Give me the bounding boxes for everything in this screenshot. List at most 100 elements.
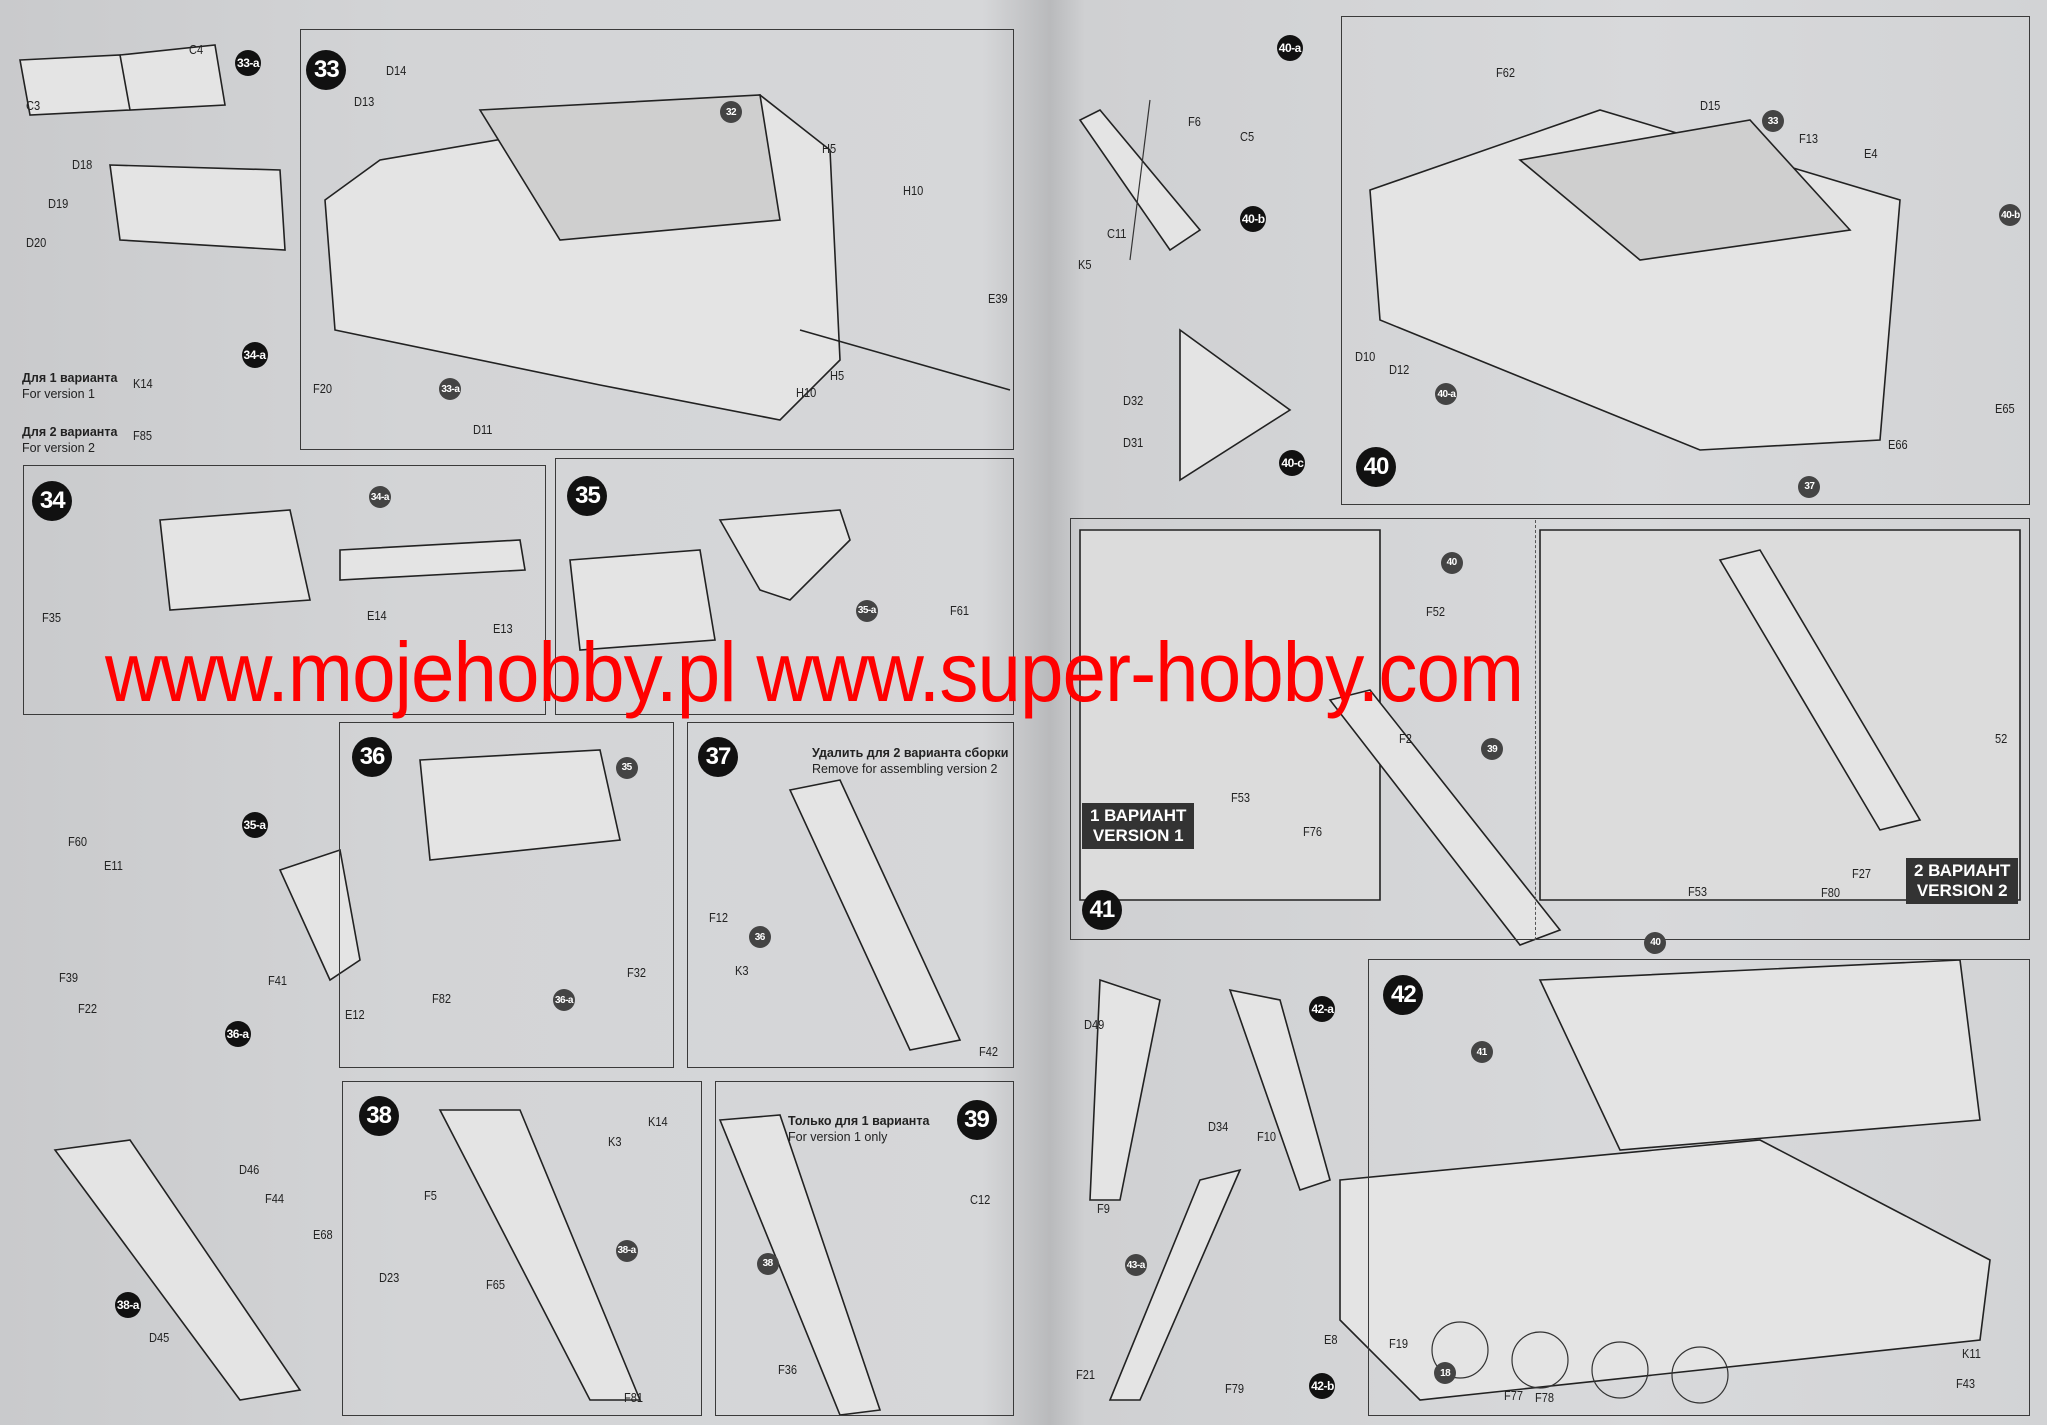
note-ru: Только для 1 варианта [788,1114,930,1128]
part-number-label: F9 [1096,1201,1110,1217]
sub-assembly-reference: 35 [615,756,638,779]
part-number-label: F60 [67,834,87,850]
part-number-label: C3 [26,97,41,113]
sub-assembly-reference: 18 [1434,1362,1457,1385]
step-41-panel [1070,518,2030,940]
part-number-label: C11 [1107,225,1127,241]
part-number-label: E12 [344,1006,365,1022]
step-37-panel [687,722,1014,1068]
part-number-label: F44 [265,1190,285,1206]
sub-assembly-reference: 36-a [224,1020,251,1047]
step-33-panel [300,29,1014,450]
part-number-label: K14 [647,1113,668,1129]
sub-assembly-reference: 40-b [1999,204,2022,227]
sub-assembly-reference: 35-a [855,599,878,622]
part-number-label: F41 [267,972,287,988]
step-number-badge: 39 [956,1100,997,1141]
step-number-badge: 34 [32,481,73,522]
sub-assembly-reference: 34-a [241,342,268,369]
sub-assembly-reference: 40 [1440,551,1463,574]
part-number-label: F53 [1687,883,1708,899]
part-number-label: D13 [353,93,375,109]
part-number-label: K11 [1962,1345,1981,1361]
part-number-label: H10 [903,182,924,198]
sub-assembly-reference: 43-a [1124,1254,1147,1276]
part-number-label: F85 [133,428,153,444]
sub-assembly-reference: 36-a [552,989,575,1011]
step-number-badge: 40 [1355,447,1396,488]
part-number-label: D18 [71,156,93,172]
part-number-label: F62 [1496,65,1516,81]
note-ru: Удалить для 2 варианта сборки [812,746,1009,760]
part-number-label: F35 [41,609,61,625]
sub-assembly-reference: 40-a [1276,35,1303,62]
part-number-label: E66 [1887,437,1908,453]
part-number-label: F19 [1389,1335,1409,1351]
step-40-panel [1341,16,2030,505]
part-number-label: F53 [1231,789,1251,805]
part-number-label: D23 [378,1270,399,1286]
sub-assembly-reference: 42-a [1309,996,1336,1023]
part-number-label: E4 [1864,146,1878,162]
part-number-label: F22 [78,1001,98,1017]
note-en: Remove for assembling version 2 [812,762,998,776]
sub-assembly-reference: 38-a [114,1292,141,1319]
step-42-panel [1368,959,2030,1416]
part-number-label: C4 [189,41,204,57]
part-number-label: F21 [1075,1366,1095,1382]
part-number-label: D10 [1355,348,1376,364]
note-en: For version 1 [22,387,95,401]
part-number-label: E68 [313,1227,333,1243]
watermark: www.mojehobby.pl www.super-hobby.com [105,625,1524,719]
part-number-label: F76 [1302,823,1322,839]
part-number-label: F42 [979,1044,999,1060]
part-number-label: F5 [424,1187,438,1203]
part-number-label: D14 [386,62,407,78]
step-34-panel [23,465,546,715]
part-number-label: F52 [1425,604,1445,620]
part-number-label: D20 [26,234,47,250]
sub-assembly-reference: 40-c [1279,450,1306,477]
part-number-label: F10 [1257,1129,1277,1145]
part-number-label: D15 [1699,97,1721,113]
part-number-label: F80 [1821,885,1841,901]
part-number-label: F78 [1535,1390,1555,1406]
part-number-label: H10 [796,385,817,401]
part-number-label: F61 [950,603,970,619]
part-number-label: F79 [1224,1381,1244,1397]
sub-assembly-reference: 41 [1470,1041,1493,1064]
version-divider [1535,520,1536,940]
part-number-label: D49 [1083,1016,1104,1032]
part-number-label: H5 [830,368,845,384]
sub-assembly-reference: 33-a [439,378,462,401]
part-number-label: F12 [708,909,728,925]
part-number-label: D34 [1207,1118,1228,1134]
step-number-badge: 37 [698,737,739,778]
part-number-label: D46 [238,1161,260,1177]
sub-assembly-reference: 40-b [1240,206,1267,233]
sub-assembly-reference: 36 [748,926,771,949]
part-number-label: K3 [608,1134,622,1150]
part-number-label: F43 [1955,1375,1975,1391]
sub-assembly-reference: 33 [1761,110,1784,133]
part-number-label: F27 [1852,865,1872,881]
sub-assembly-reference: 35-a [241,812,268,839]
part-number-label: F20 [313,381,333,397]
part-number-label: D31 [1122,434,1143,450]
part-number-label: D11 [472,421,493,437]
step-39-panel [715,1081,1014,1416]
note-ru: Для 1 варианта [22,371,118,385]
step-number-badge: 35 [567,476,608,517]
part-number-label: F81 [624,1390,644,1406]
note-en: For version 2 [22,441,95,455]
sub-assembly-reference: 42-b [1309,1373,1336,1400]
part-number-label: F13 [1798,130,1818,146]
step-number-badge: 42 [1383,974,1424,1015]
sub-assembly-reference: 34-a [368,486,391,509]
